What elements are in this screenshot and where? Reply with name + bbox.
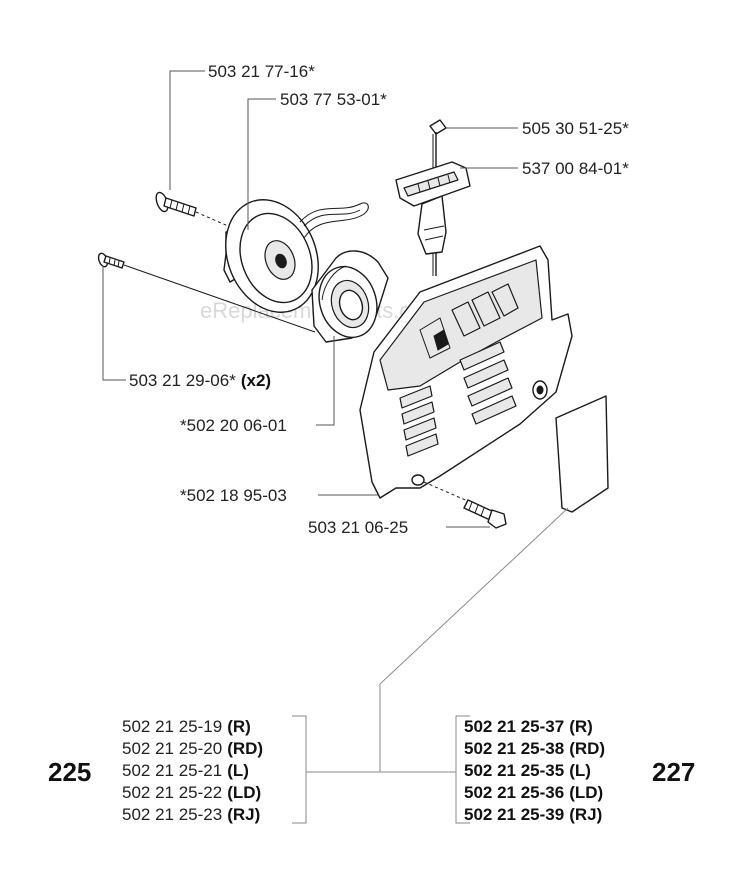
starter-handle-part[interactable] [395,161,471,255]
starter-pulley-part[interactable] [209,186,369,327]
cover-screw-part[interactable] [423,481,507,529]
list-item[interactable]: 502 21 25-35(L) [464,761,591,780]
label-503-77-53-01: 503 77 53-01* [280,90,387,109]
list-item[interactable]: 502 21 25-36(LD) [464,783,603,802]
label-503-21-77-16: 503 21 77-16* [208,62,315,81]
group-number-left: 225 [48,757,91,787]
group-number-right: 227 [652,757,695,787]
cover-vent-lower [399,341,517,457]
group-list-left: 502 21 25-19(R) 502 21 25-20(RD) 502 21 … [122,717,263,824]
list-item[interactable]: 502 21 25-19(R) [122,717,251,736]
list-item[interactable]: 502 21 25-23(RJ) [122,805,260,824]
label-503-21-29-06: 503 21 29-06* (x2) [129,371,271,390]
label-505-30-51-25: 505 30 51-25* [522,119,629,138]
cover-vent-top [451,283,519,337]
label-503-21-29-06-qty: (x2) [241,371,271,390]
label-503-21-29-06-number: 503 21 29-06* [129,371,236,390]
screw-rear-part[interactable] [154,191,197,217]
list-item[interactable]: 502 21 25-39(RJ) [464,805,602,824]
label-503-21-06-25: 503 21 06-25 [308,518,408,537]
decal-plate-part[interactable] [555,395,609,513]
label-537-00-84-01: 537 00 84-01* [522,159,629,178]
list-item[interactable]: 502 21 25-38(RD) [464,739,605,758]
list-item[interactable]: 502 21 25-37(R) [464,717,593,736]
screw-small-part[interactable] [97,252,125,269]
list-item[interactable]: 502 21 25-20(RD) [122,739,263,758]
label-502-18-95-03: *502 18 95-03 [180,486,287,505]
starter-cover-part[interactable] [359,245,573,499]
spring-housing-part[interactable] [310,250,389,345]
leader-lines [102,70,569,824]
label-502-20-06-01: *502 20 06-01 [180,416,287,435]
list-item[interactable]: 502 21 25-22(LD) [122,783,261,802]
list-item[interactable]: 502 21 25-21(L) [122,761,249,780]
group-list-right: 502 21 25-37(R) 502 21 25-38(RD) 502 21 … [464,717,605,824]
